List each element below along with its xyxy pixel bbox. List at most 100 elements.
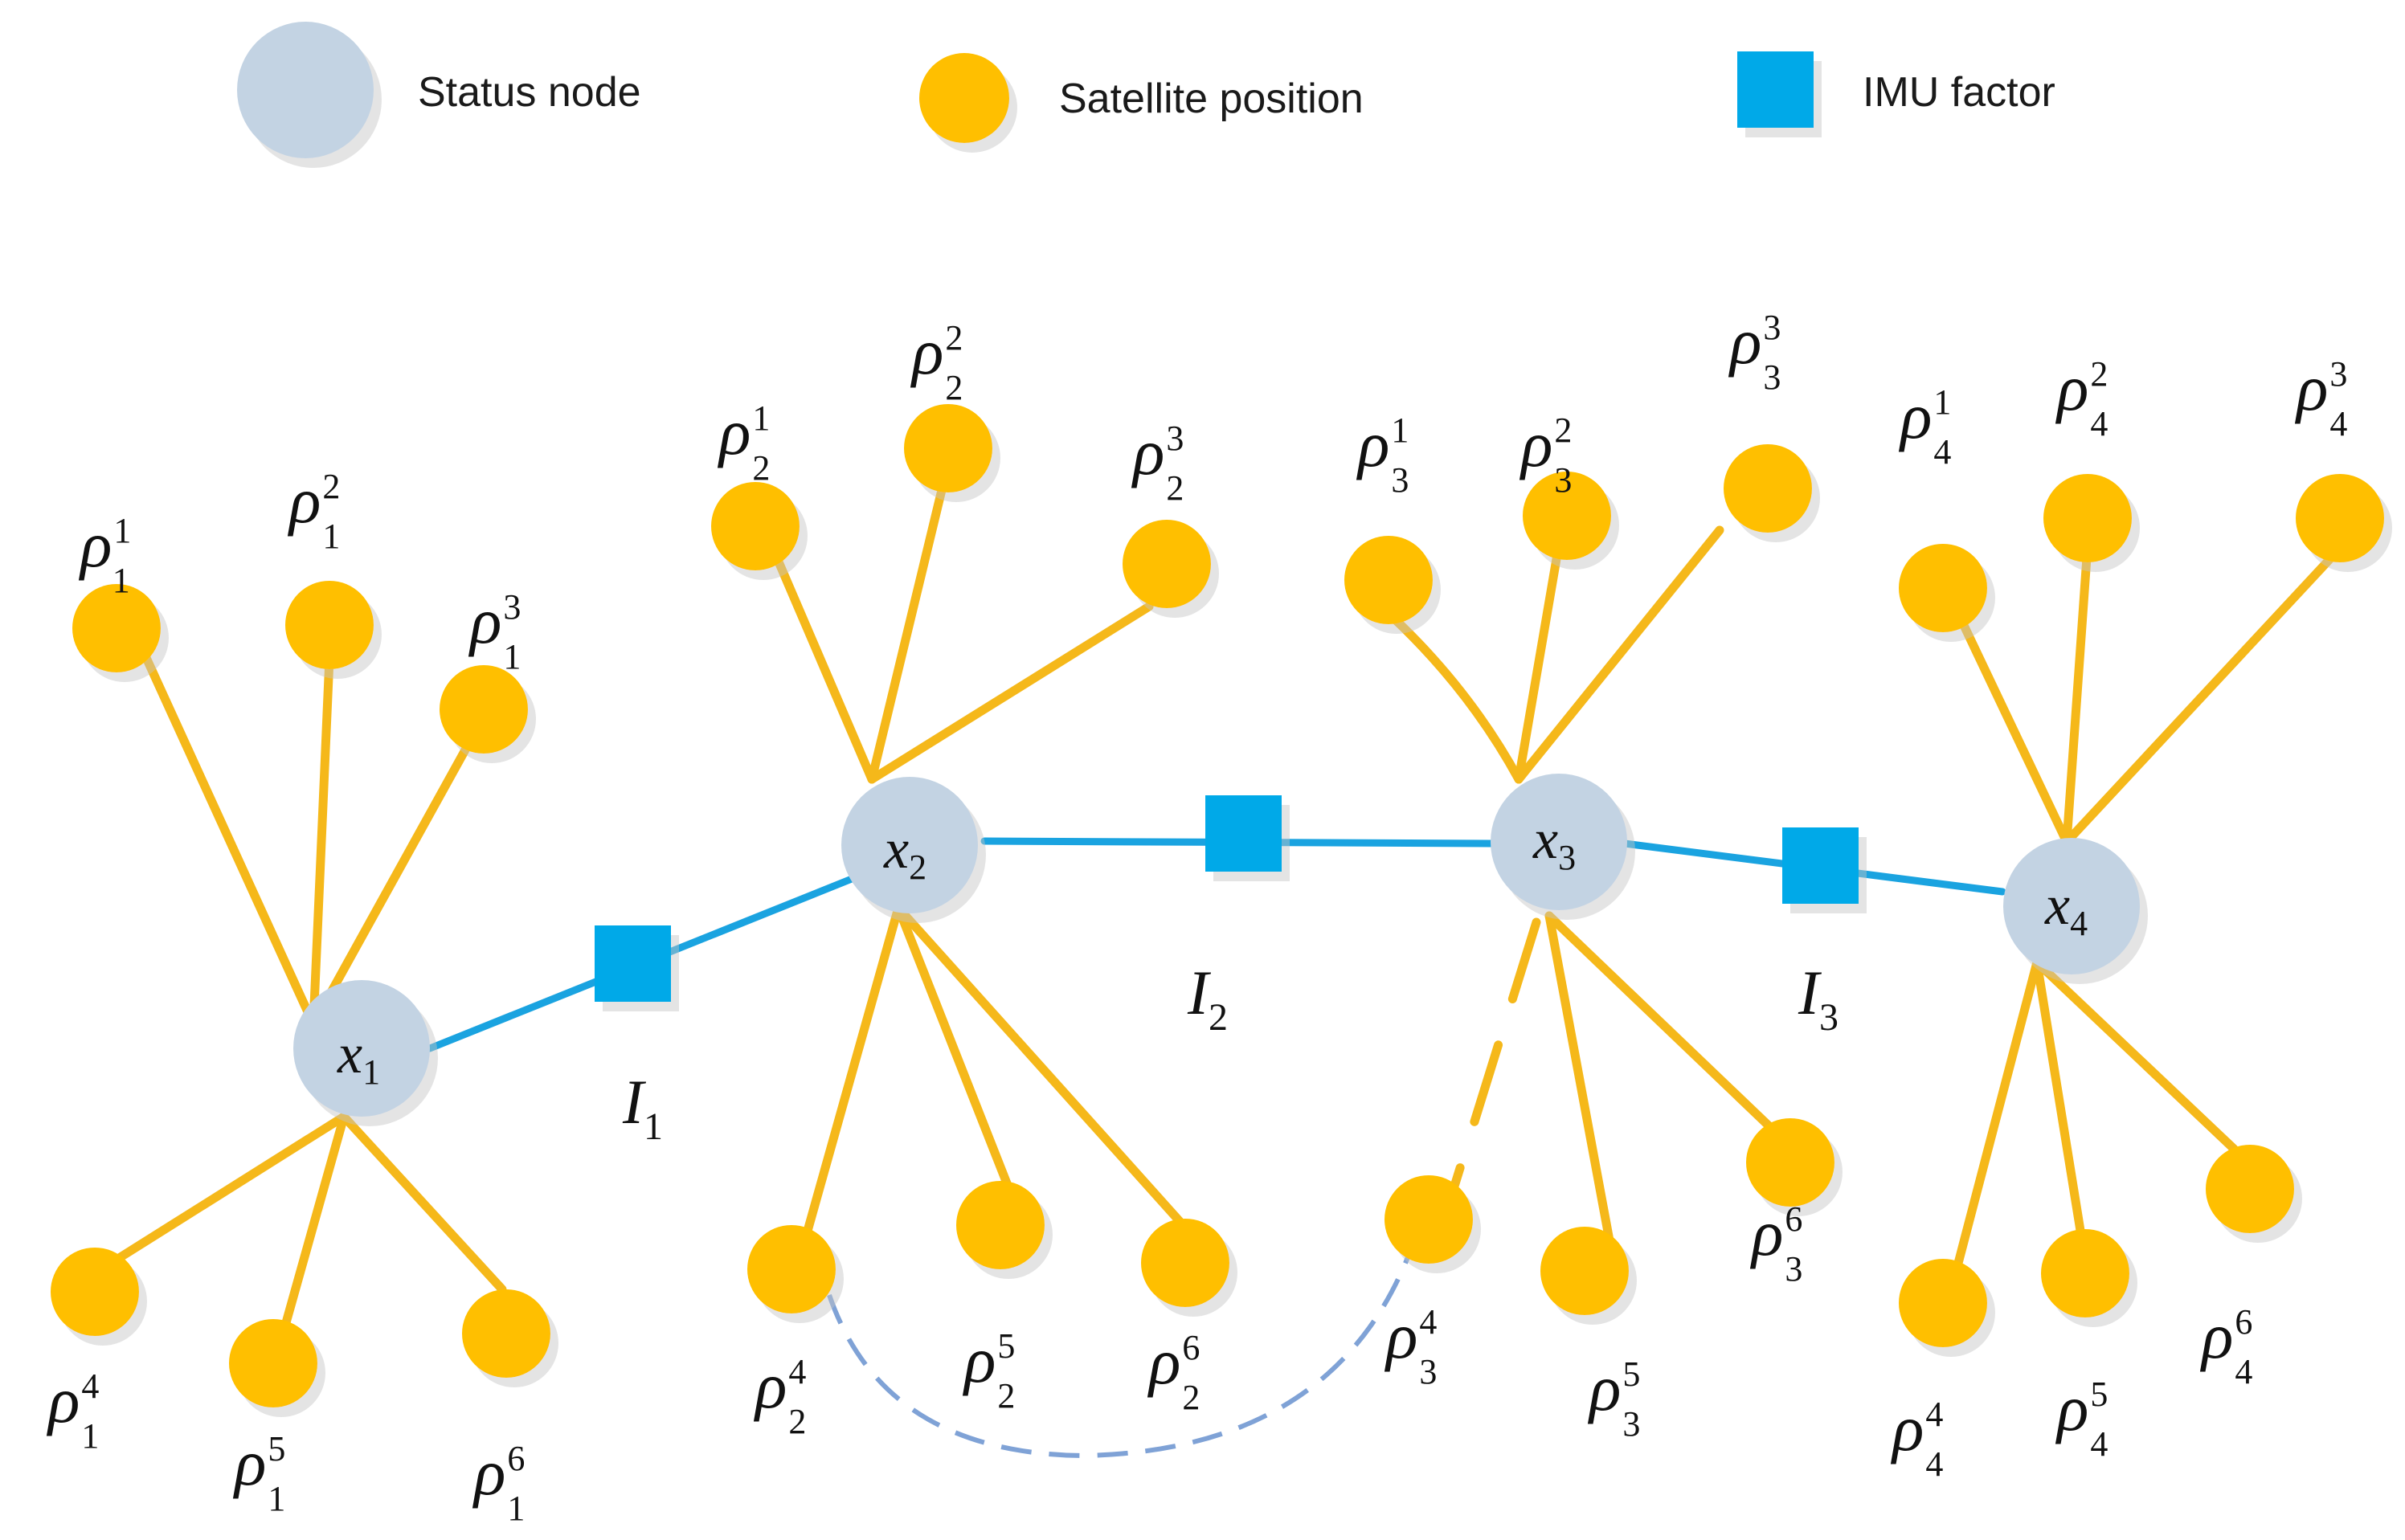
- label-I1: I1: [622, 1067, 663, 1148]
- imu-factor-I1: [595, 925, 671, 1002]
- loop-closure-edge: [827, 1256, 1410, 1459]
- edge-x2-s2: [867, 485, 947, 784]
- edge-x3-s1: [1389, 614, 1524, 784]
- status-node-labels: x1 x2 x3 x4: [337, 809, 2088, 1092]
- satellite-x1-1: [72, 584, 161, 672]
- satellite-edges: [112, 485, 2339, 1330]
- label-x4: x4: [2044, 875, 2088, 943]
- edge-x4-s3: [2062, 549, 2339, 847]
- edge-x3-s6: [1544, 911, 1777, 1134]
- edge-x2-s1: [771, 549, 877, 784]
- label-I2: I2: [1187, 958, 1228, 1039]
- edge-x3-s2: [1514, 549, 1562, 784]
- imu-factor-I3: [1782, 827, 1859, 904]
- satellite-x2-2: [904, 404, 992, 492]
- status-node-x2: [841, 777, 978, 913]
- satellite-x1-2: [285, 581, 374, 669]
- status-node-x4: [2003, 838, 2140, 974]
- satellite-x3-1: [1344, 536, 1433, 624]
- imu-factors: [595, 795, 1859, 1002]
- satellite-x4-2: [2043, 474, 2132, 562]
- satellite-x4-4: [1899, 1259, 1987, 1347]
- label-x3: x3: [1532, 809, 1576, 877]
- satellite-x1-5: [229, 1319, 317, 1407]
- status-nodes: [293, 774, 2140, 1117]
- satellite-x2-5: [956, 1181, 1045, 1269]
- satellite-x4-6: [2206, 1145, 2294, 1233]
- legend-status-node-label: Status node: [418, 69, 641, 116]
- edge-x4-s5: [2032, 958, 2086, 1240]
- legend-satellite-icon: [919, 53, 1009, 143]
- edge-x1-s2: [309, 654, 334, 1029]
- satellite-x2-6: [1141, 1219, 1229, 1307]
- label-I3: I3: [1798, 958, 1839, 1039]
- edge-x1-s4: [112, 1112, 349, 1264]
- satellite-x1-3: [440, 665, 528, 754]
- status-node-x3: [1491, 774, 1627, 910]
- legend-status-node-icon: [237, 22, 374, 158]
- legend-imu-factor-label: IMU factor: [1863, 69, 2055, 116]
- edge-x4-s4: [1952, 958, 2042, 1274]
- satellite-nodes: [51, 404, 2384, 1407]
- imu-factor-I2: [1205, 795, 1282, 872]
- satellite-x2-3: [1123, 520, 1211, 608]
- imu-labels: I1 I2 I3: [622, 958, 1839, 1148]
- edge-x3-s5: [1544, 911, 1616, 1254]
- legend-imu-factor-icon: [1737, 51, 1814, 128]
- edge-x1-s5: [280, 1112, 349, 1330]
- satellite-x3-6: [1746, 1118, 1834, 1207]
- edge-x3-s3: [1514, 525, 1724, 784]
- satellite-x4-3: [2296, 474, 2384, 562]
- edge-x1-s1: [138, 646, 318, 1029]
- satellite-x2-4: [747, 1225, 836, 1313]
- edge-x4-s1: [1956, 614, 2072, 847]
- legend-satellite-label: Satellite position: [1059, 76, 1364, 122]
- edge-x4-s6: [2032, 958, 2239, 1154]
- satellite-x3-5: [1540, 1227, 1629, 1315]
- status-node-x1: [293, 980, 430, 1117]
- satellite-x3-3: [1724, 444, 1812, 533]
- satellite-x1-4: [51, 1248, 139, 1336]
- edge-x2-s3: [867, 602, 1154, 784]
- edge-x2-s4: [799, 903, 903, 1250]
- edge-x2-s5: [894, 903, 1013, 1192]
- edge-x1-s3: [309, 726, 481, 1029]
- satellite-x4-1: [1899, 544, 1987, 632]
- edge-x4-s2: [2062, 541, 2092, 847]
- satellite-x3-4: [1385, 1175, 1473, 1264]
- edge-x2-s6: [894, 903, 1190, 1232]
- label-x1: x1: [337, 1023, 380, 1092]
- label-x2: x2: [883, 819, 926, 887]
- satellite-x3-2: [1523, 472, 1611, 560]
- satellite-x2-1: [711, 482, 800, 570]
- satellite-x4-5: [2041, 1229, 2129, 1317]
- legend: Status node Satellite position IMU facto…: [237, 22, 2055, 158]
- edge-x1-s6: [339, 1112, 507, 1294]
